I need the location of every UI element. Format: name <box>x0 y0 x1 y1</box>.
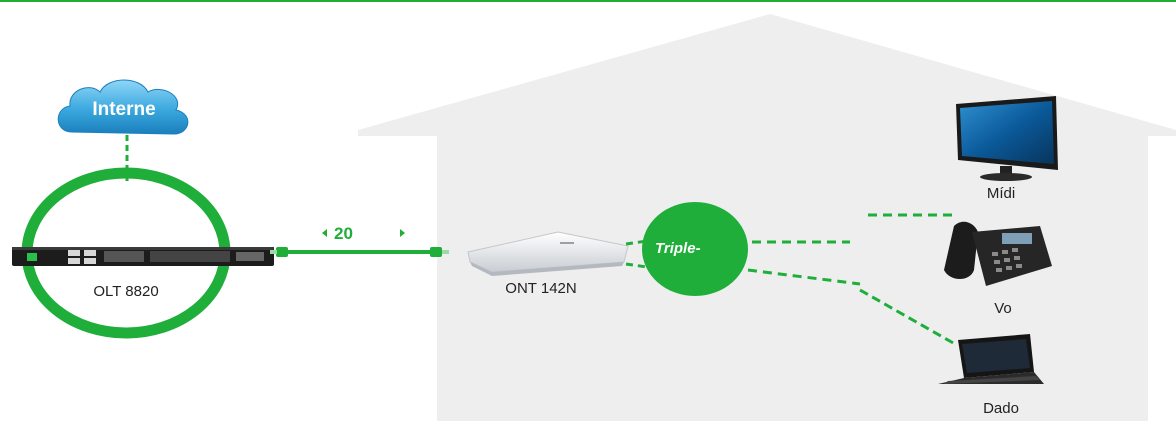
house-shape <box>358 14 1176 421</box>
monitor-icon <box>956 96 1058 181</box>
ont-device-icon <box>467 231 629 276</box>
desk-phone-icon <box>944 221 1052 286</box>
ont-label: ONT 142N <box>505 280 577 297</box>
cloud-label: Interne <box>92 99 156 120</box>
data-label: Dado <box>983 400 1019 417</box>
laptop-icon <box>938 334 1044 384</box>
arrow-left-icon <box>322 229 327 237</box>
hub-voice-link <box>747 268 861 286</box>
fiber-cable <box>270 229 449 257</box>
ont-hub-link-2 <box>625 262 655 270</box>
hub-label: Triple- <box>655 240 701 257</box>
olt-label: OLT 8820 <box>93 283 159 300</box>
olt-device-icon <box>12 247 274 266</box>
fiber-distance-label: 20 <box>334 224 353 243</box>
internet-cloud-icon <box>57 79 189 135</box>
ont-hub-link-1 <box>625 238 655 246</box>
media-label: Mídi <box>986 185 1016 202</box>
voice-label: Vo <box>994 300 1012 317</box>
hub-data-link <box>859 288 956 346</box>
arrow-right-icon <box>400 229 405 237</box>
triple-play-hub <box>642 202 748 296</box>
